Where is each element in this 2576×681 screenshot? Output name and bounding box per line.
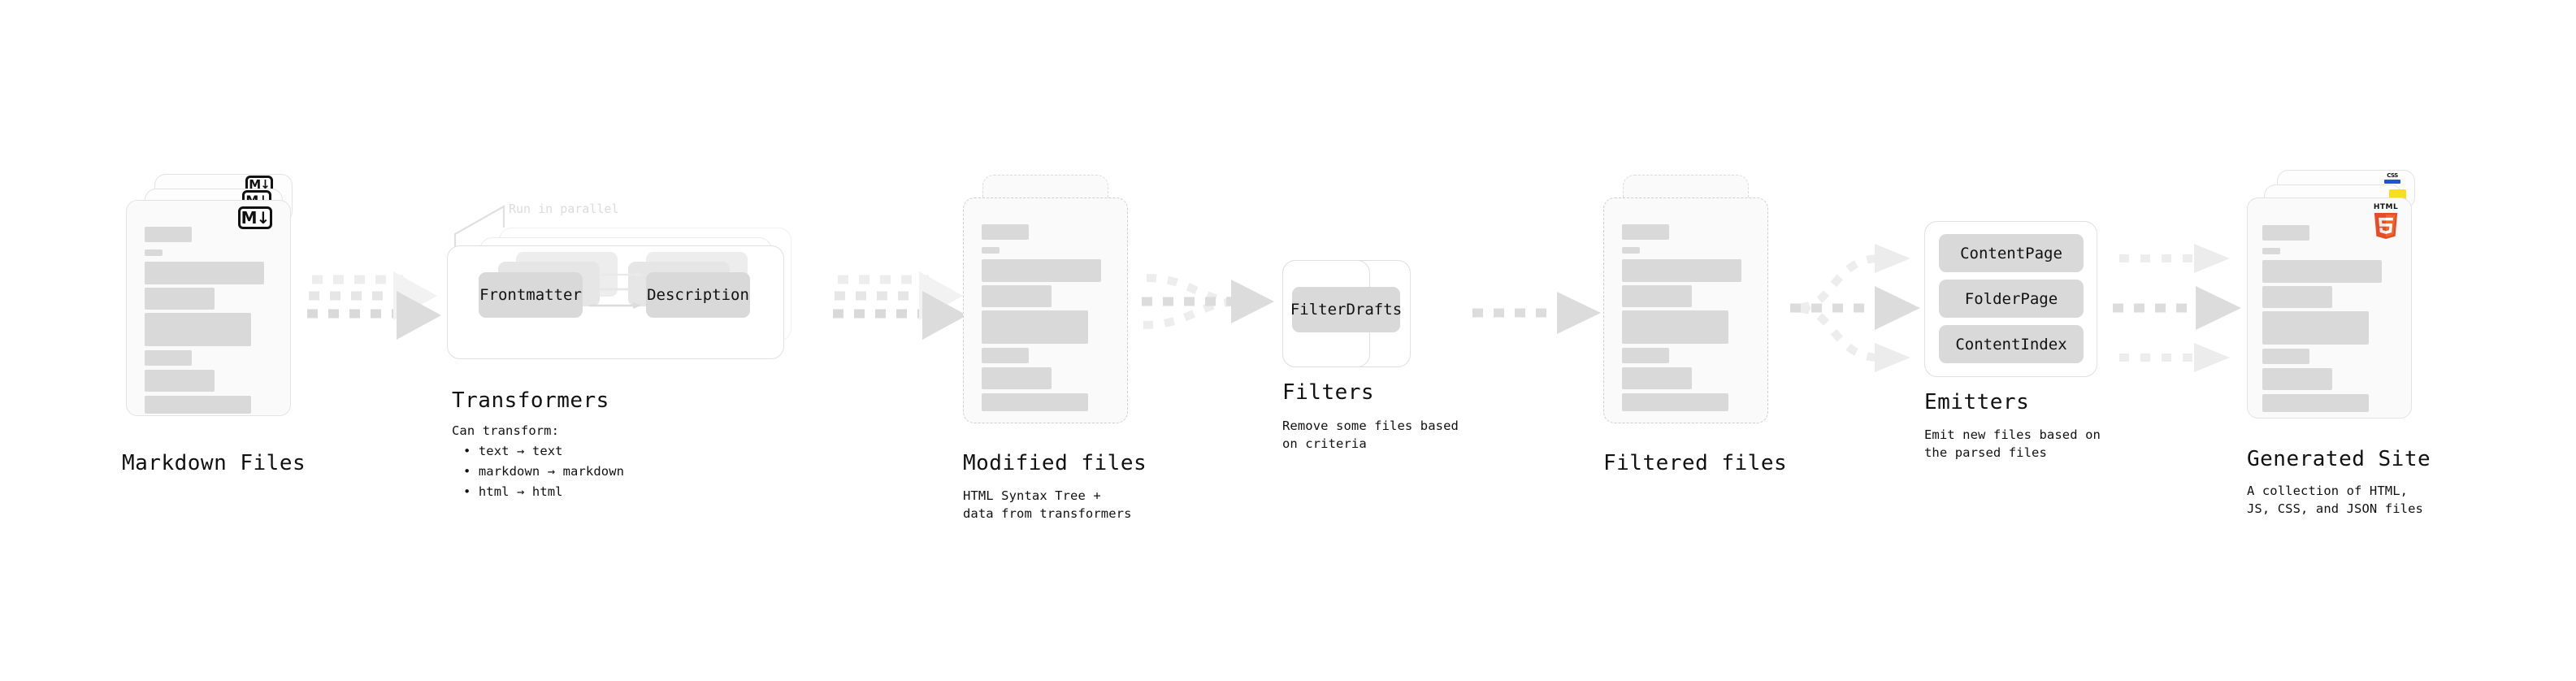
- placeholder-bar: [145, 262, 264, 284]
- placeholder-bar: [1622, 247, 1640, 254]
- placeholder-bar: [2262, 260, 2382, 283]
- emitters-desc-1: Emit new files based on: [1924, 427, 2101, 442]
- markdown-card-body: [127, 201, 290, 415]
- filterdrafts-chip[interactable]: FilterDrafts: [1290, 287, 1402, 332]
- placeholder-bar: [145, 288, 215, 310]
- generated-site-stack: CSS HTML: [2243, 158, 2446, 435]
- filtered-files-title: Filtered files: [1603, 451, 1788, 475]
- modified-files-stack: [963, 175, 1150, 435]
- placeholder-bar: [1622, 224, 1669, 240]
- markdown-files-title: Markdown Files: [122, 451, 306, 475]
- placeholder-bar: [2262, 286, 2332, 308]
- placeholder-bar: [982, 247, 1000, 254]
- generated-site-title: Generated Site: [2247, 447, 2431, 471]
- placeholder-bar: [145, 370, 215, 392]
- modified-files-title: Modified files: [963, 451, 1147, 475]
- modified-files-desc-1: HTML Syntax Tree +: [963, 488, 1101, 503]
- placeholder-bar: [982, 393, 1088, 411]
- modified-files-desc-2: data from transformers: [963, 506, 1132, 521]
- modified-to-filters-arrow: [1142, 274, 1274, 329]
- placeholder-bar: [1622, 393, 1728, 411]
- placeholder-bar: [982, 259, 1101, 282]
- placeholder-bar: [1622, 367, 1692, 389]
- placeholder-bar: [1622, 259, 1741, 282]
- placeholder-bar: [982, 367, 1052, 389]
- placeholder-bar: [1622, 310, 1728, 344]
- generated-site-desc-1: A collection of HTML,: [2247, 484, 2409, 498]
- emitters-desc-2: the parsed files: [1924, 445, 2047, 460]
- placeholder-bar: [982, 285, 1052, 307]
- markdown-badge-front: M↓: [238, 206, 272, 229]
- markdown-to-transformers-arrow: [307, 271, 441, 340]
- placeholder-bar: [145, 249, 163, 256]
- transformer-inner-arrows: [589, 271, 644, 309]
- transformers-to-modified-arrow: [833, 271, 967, 340]
- markdown-card-front: [126, 200, 291, 416]
- placeholder-bar: [145, 313, 251, 346]
- css-badge-label: CSS: [2387, 172, 2398, 179]
- filters-desc-1: Remove some files based: [1282, 419, 1459, 433]
- emitters-title: Emitters: [1924, 390, 2030, 414]
- run-in-parallel-label: Run in parallel: [509, 202, 619, 216]
- contentpage-chip[interactable]: ContentPage: [1939, 234, 2084, 272]
- placeholder-bar: [145, 227, 192, 242]
- placeholder-bar: [2262, 311, 2369, 345]
- frontmatter-chip[interactable]: Frontmatter: [479, 272, 583, 318]
- run-in-parallel-bracket: [453, 205, 505, 255]
- modified-card-body: [964, 198, 1127, 423]
- html5-badge: HTML: [2369, 203, 2403, 239]
- html5-shield-icon: [2374, 213, 2398, 239]
- filters-desc-2: on criteria: [1282, 436, 1367, 451]
- placeholder-bar: [982, 224, 1029, 240]
- transformers-group: Run in parallel Frontmatter Description: [447, 195, 829, 374]
- filtered-card-front: [1603, 197, 1768, 423]
- filtered-to-emitters-arrow: [1790, 244, 1920, 372]
- transformers-bullet-2: • markdown → markdown: [463, 464, 625, 479]
- placeholder-bar: [1622, 285, 1692, 307]
- html5-badge-label: HTML: [2373, 203, 2399, 211]
- modified-card-front: [963, 197, 1128, 423]
- markdown-files-stack: M↓ M↓ M↓: [122, 163, 317, 423]
- placeholder-bar: [982, 310, 1088, 344]
- description-chip[interactable]: Description: [646, 272, 750, 318]
- filters-to-filtered-arrow: [1472, 292, 1601, 334]
- filtered-card-body: [1604, 198, 1767, 423]
- transformers-bullet-1: • text → text: [463, 444, 563, 458]
- placeholder-bar: [2262, 349, 2309, 364]
- placeholder-bar: [2262, 394, 2369, 412]
- emitters-to-site-arrow: [2113, 244, 2241, 372]
- placeholder-bar: [145, 350, 192, 366]
- placeholder-bar: [1622, 348, 1669, 363]
- site-card-body: [2248, 198, 2411, 418]
- contentindex-chip[interactable]: ContentIndex: [1939, 325, 2084, 363]
- folderpage-chip[interactable]: FolderPage: [1939, 280, 2084, 318]
- filters-title: Filters: [1282, 380, 1375, 405]
- generated-site-desc-2: JS, CSS, and JSON files: [2247, 501, 2423, 516]
- transformers-bullet-3: • html → html: [463, 484, 563, 499]
- placeholder-bar: [2262, 248, 2280, 254]
- placeholder-bar: [2262, 225, 2309, 241]
- transformers-desc-heading: Can transform:: [452, 423, 560, 438]
- filtered-files-stack: [1603, 175, 1790, 435]
- placeholder-bar: [982, 348, 1029, 363]
- site-card-front: [2247, 197, 2412, 419]
- transformers-title: Transformers: [452, 388, 609, 413]
- css-badge: CSS: [2384, 172, 2400, 184]
- filters-box-outer: [1282, 260, 1411, 367]
- placeholder-bar: [2262, 368, 2332, 390]
- placeholder-bar: [145, 396, 251, 414]
